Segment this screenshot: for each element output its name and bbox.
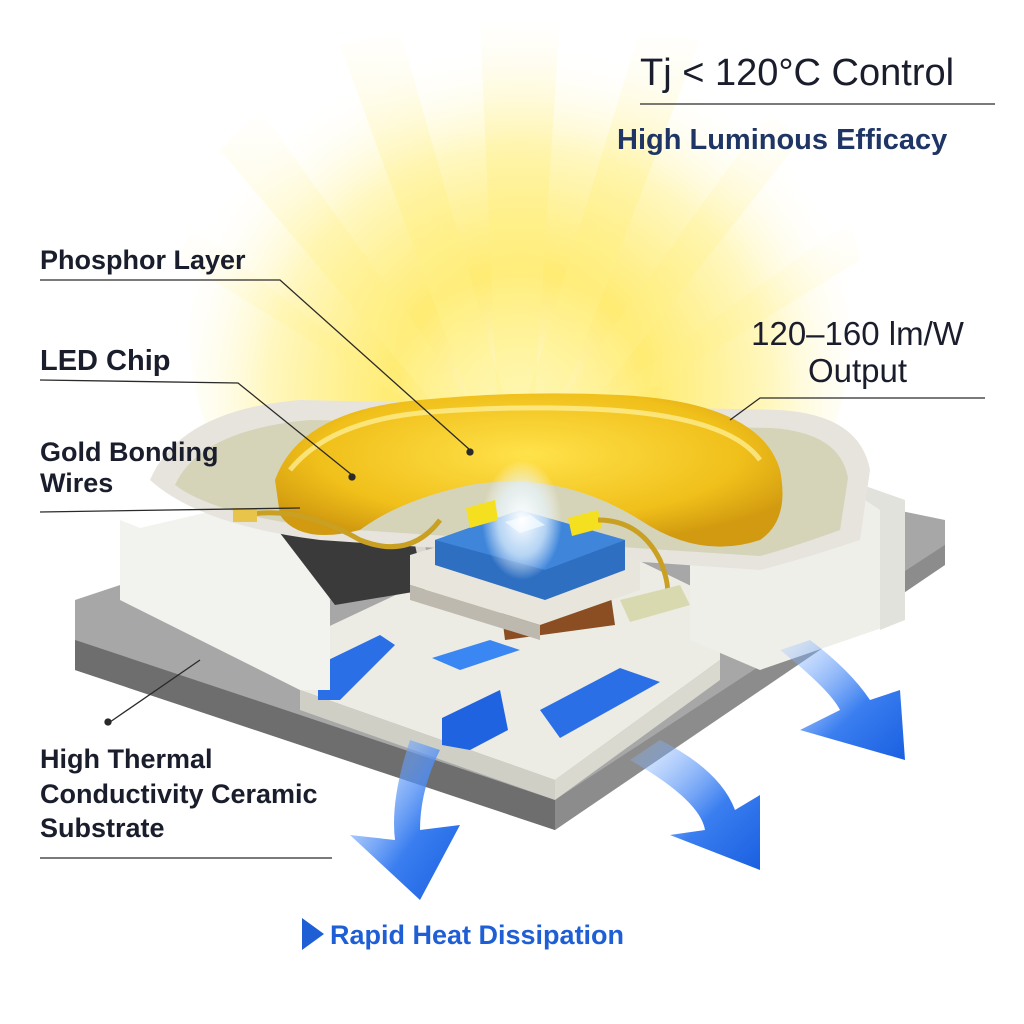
- heat-dissipation-arrows: [350, 640, 905, 900]
- output-label: 120–160 lm/W Output: [751, 315, 964, 389]
- gold-bonding-wires-label: Gold Bonding Wires: [40, 437, 219, 499]
- led-chip-label: LED Chip: [40, 345, 171, 377]
- led-chip: [410, 460, 640, 640]
- triangle-right-icon: [302, 918, 324, 950]
- phosphor-layer-label: Phosphor Layer: [40, 245, 246, 275]
- luminous-efficacy-label: High Luminous Efficacy: [617, 124, 948, 156]
- leader-lines: [39, 103, 995, 859]
- tj-control-label: Tj < 120°C Control: [640, 52, 955, 94]
- rapid-heat-dissipation-label: Rapid Heat Dissipation: [330, 920, 625, 950]
- ceramic-substrate-label: High Thermal Conductivity Ceramic Substr…: [40, 744, 318, 844]
- gold-bonding-wires: [233, 508, 690, 622]
